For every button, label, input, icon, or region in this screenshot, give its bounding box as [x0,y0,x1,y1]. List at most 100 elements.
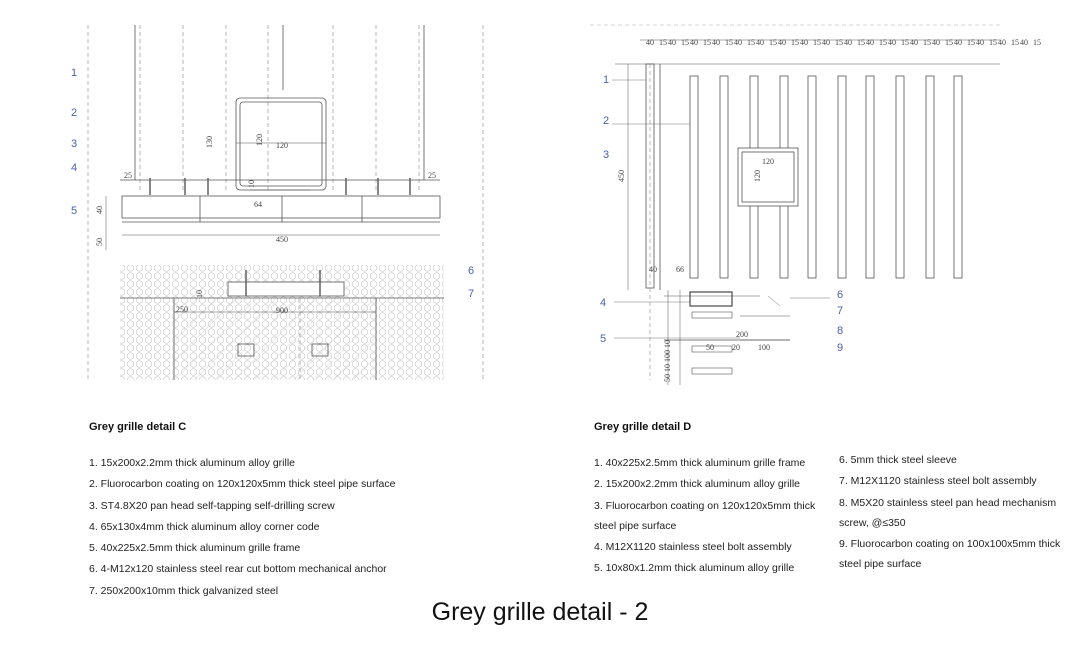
callout-d-7: 7 [837,305,844,317]
spacing-label: 40 [910,38,918,47]
dim-side-130: 130 [205,136,214,148]
detail-c-drawing [87,25,484,380]
legend-c-item: 2. Fluorocarbon coating on 120x120x5mm t… [89,478,396,491]
callout-d-9: 9 [837,342,844,354]
detail-d-heading: Grey grille detail D [594,421,692,433]
callout-c-5: 5 [71,205,78,217]
callout-c-1: 1 [71,67,78,79]
spacing-label: 40 [778,38,786,47]
spacing-label: 15 [945,38,953,47]
callout-d-4: 4 [600,297,607,309]
dim-tube-h: 120 [255,134,264,146]
spacing-label: 40 [690,38,698,47]
legend-d-item: 5. 10x80x1.2mm thick aluminum alloy gril… [594,561,795,574]
dim-d-stack: 50 10 100 10 [663,340,672,382]
callout-d-8: 8 [837,325,844,337]
legend-d-item: 7. M12X1120 stainless steel bolt assembl… [839,475,1037,488]
spacing-label: 15 [813,38,821,47]
spacing-label: 40 [734,38,742,47]
legend-d-item: 1. 40x225x2.5mm thick aluminum grille fr… [594,457,806,469]
spacing-label: 40 [998,38,1006,47]
dim-left-25: 25 [124,171,132,180]
spacing-label: 15 [857,38,865,47]
spacing-label: 15 [769,38,777,47]
spacing-label: 40 [932,38,940,47]
spacing-label: 15 [989,38,997,47]
spacing-label: 15 [659,38,667,47]
spacing-label: 15 [1011,38,1019,47]
spacing-label: 40 [646,38,654,47]
spacing-label: 15 [703,38,711,47]
callout-d-1: 1 [603,74,610,86]
spacing-label: 15 [725,38,733,47]
callout-d-5: 5 [600,333,607,345]
spacing-label: 40 [1020,38,1028,47]
spacing-label: 40 [976,38,984,47]
callout-c-7: 7 [468,288,475,300]
page-caption: Grey grille detail - 2 [431,598,649,626]
spacing-label: 40 [822,38,830,47]
legend-d-item: 9. Fluorocarbon coating on 100x100x5mm t… [839,537,1061,571]
dim-d-tube-w: 120 [762,157,774,166]
legend-c-item: 7. 250x200x10mm thick galvanized steel [89,584,279,597]
dim-d-base-40: 40 [649,265,657,274]
spacing-label: 15 [835,38,843,47]
dim-total-450: 450 [276,235,288,244]
callout-d-2: 2 [603,115,610,127]
spacing-label: 40 [712,38,720,47]
callout-d-6: 6 [837,289,844,301]
detail-d-legend-col1: 1. 40x225x2.5mm thick aluminum grille fr… [594,453,830,579]
detail-d-dimensions: 120 120 450 40 66 200 50 20 100 50 10 10… [617,157,774,382]
spacing-label: 15 [879,38,887,47]
callout-c-6: 6 [468,265,475,277]
spacing-label: 40 [800,38,808,47]
legend-c-item: 5. 40x225x2.5mm thick aluminum grille fr… [89,542,301,555]
technical-drawings: 120 120 130 10 64 25 25 40 50 450 10 250… [87,24,1041,385]
callout-c-4: 4 [71,162,78,174]
dim-d-20: 20 [732,343,740,352]
callout-c-2: 2 [71,107,78,119]
spacing-label: 40 [866,38,874,47]
callout-d-3: 3 [603,149,610,161]
detail-c-legend: 1. 15x200x2.2mm thick aluminum alloy gri… [89,453,395,602]
dim-d-tube-h: 120 [753,170,762,182]
spacing-label: 40 [756,38,764,47]
legend-d-item: 8. M5X20 stainless steel pan head mechan… [839,496,1057,530]
detail-d-legend-col2: 6. 5mm thick steel sleeve 7. M12X1120 st… [839,450,1061,575]
dim-tube-w: 120 [276,141,288,150]
legend-c-item: 4. 65x130x4mm thick aluminum alloy corne… [89,520,320,533]
spacing-label: 15 [747,38,755,47]
dim-d-100: 100 [758,343,770,352]
dim-d-height-450: 450 [617,170,626,182]
dim-d-base-66: 66 [676,265,684,274]
spacing-label: 40 [888,38,896,47]
legend-c-item: 3. ST4.8X20 pan head self-tapping self-d… [89,499,335,512]
dim-span-900: 900 [276,306,288,315]
dim-anchor-10: 10 [195,290,204,298]
spacing-label: 15 [681,38,689,47]
dim-h-40: 40 [95,206,104,214]
dim-span-250: 250 [176,305,188,314]
dim-d-50: 50 [706,343,714,352]
detail-d-drawing [590,24,1000,385]
dim-h-50: 50 [95,238,104,246]
legend-d-item: 3. Fluorocarbon coating on 120x120x5mm t… [594,499,816,533]
spacing-label: 40 [668,38,676,47]
detail-c-dimensions: 120 120 130 10 64 25 25 40 50 450 10 250… [95,134,436,315]
spacing-label: 15 [1033,38,1041,47]
legend-d-item: 2. 15x200x2.2mm thick aluminum alloy gri… [594,478,801,491]
spacing-label: 40 [954,38,962,47]
spacing-label: 15 [901,38,909,47]
dim-web-64: 64 [254,200,262,209]
spacing-label: 15 [923,38,931,47]
legend-c-item: 6. 4-M12x120 stainless steel rear cut bo… [89,563,387,576]
legend-c-item: 1. 15x200x2.2mm thick aluminum alloy gri… [89,457,296,469]
detail-c-heading: Grey grille detail C [89,421,187,433]
spacing-label: 15 [791,38,799,47]
legend-d-item: 4. M12X1120 stainless steel bolt assembl… [594,540,792,553]
spacing-label: 15 [967,38,975,47]
dim-bottom-10: 10 [247,180,256,188]
dim-d-200: 200 [736,330,748,339]
dim-right-25: 25 [428,171,436,180]
